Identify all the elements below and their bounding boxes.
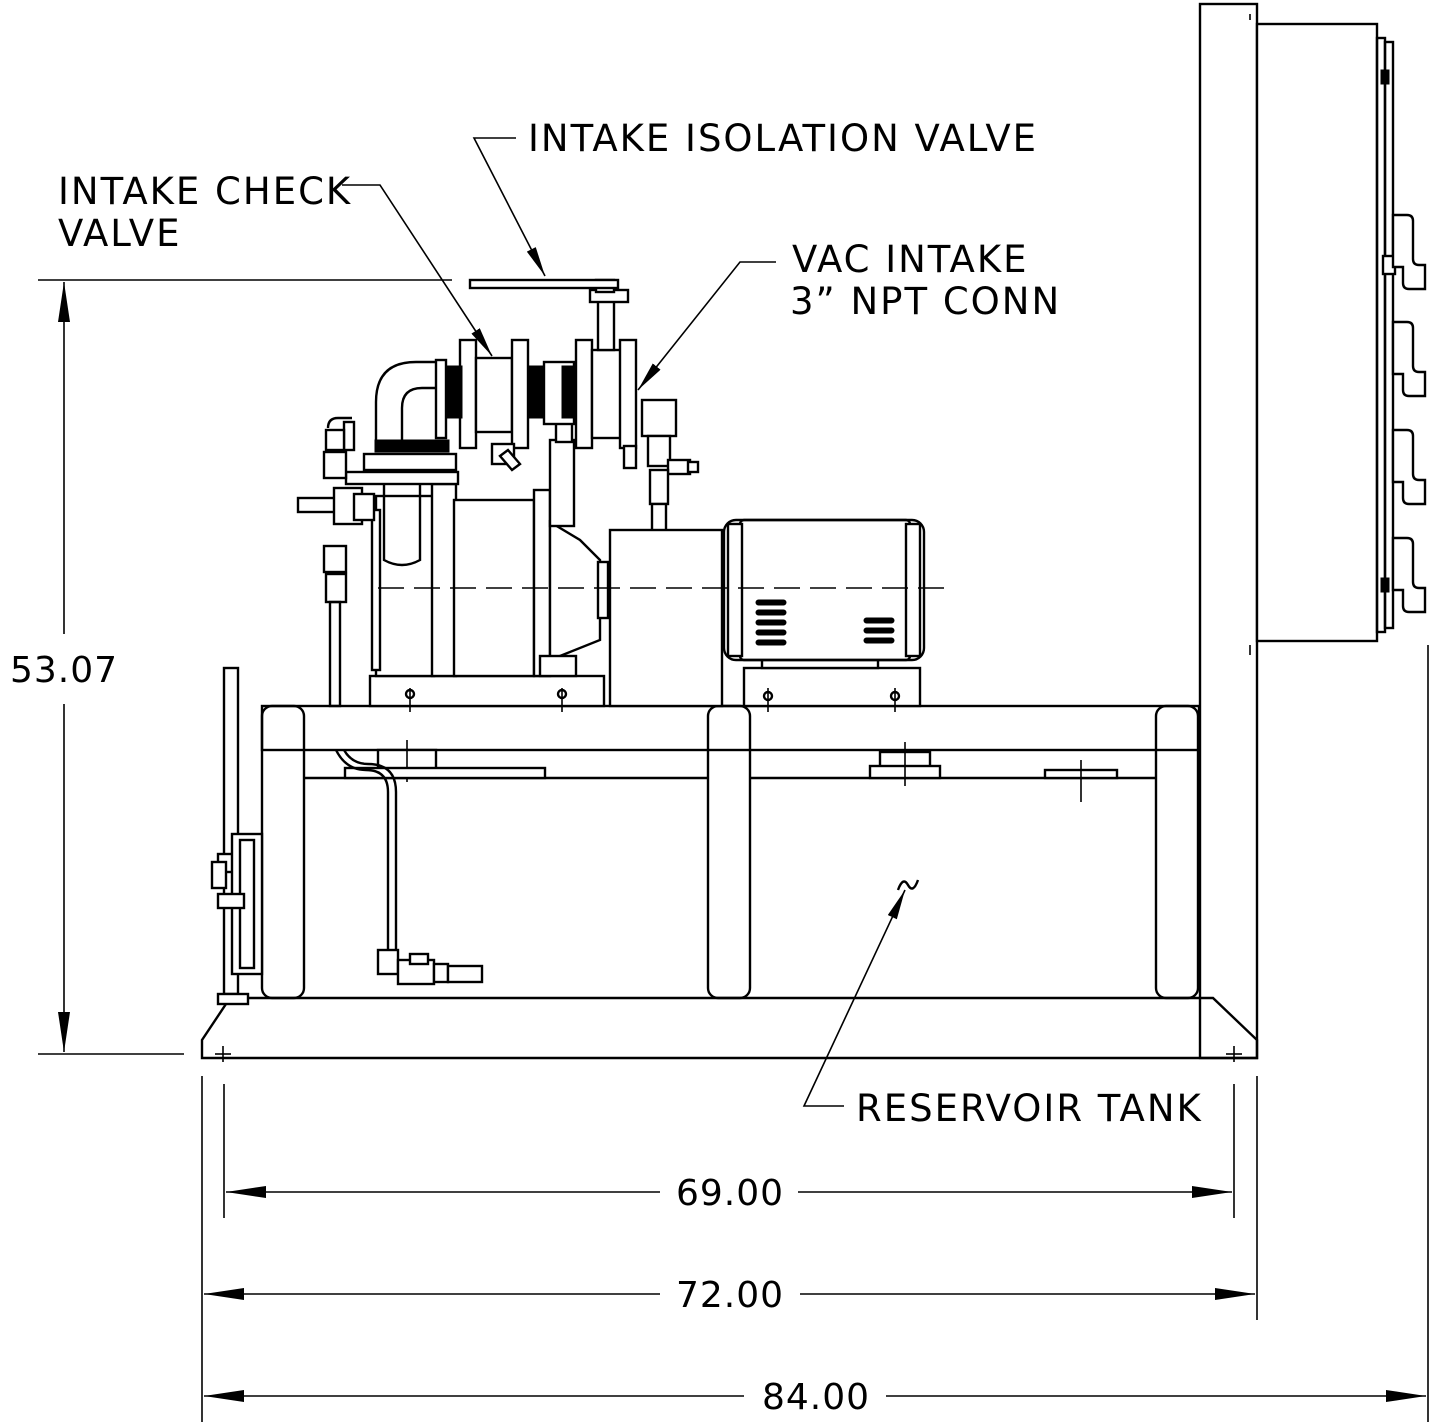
width-dimensions [201, 645, 1429, 1422]
intake-check-valve [445, 338, 545, 472]
callout-leaders [342, 137, 906, 1107]
label-intake-check-valve-line1: INTAKE CHECK [58, 170, 352, 213]
dimension-height-value: 53.07 [10, 650, 118, 691]
label-reservoir-tank: RESERVOIR TANK [856, 1087, 1203, 1130]
vac-intake-piping [622, 398, 700, 534]
vacuum-pump [344, 414, 610, 712]
drain-line [334, 749, 484, 986]
dimension-frame-width-value: 72.00 [676, 1275, 784, 1316]
intake-elbow [374, 358, 448, 440]
label-vac-intake-line1: VAC INTAKE [792, 238, 1028, 281]
height-dimension [38, 279, 452, 1055]
intake-isolation-valve [468, 278, 638, 450]
dimension-base-width-value: 69.00 [676, 1173, 784, 1214]
coupling-guard [608, 528, 724, 708]
pump-side-piping [296, 416, 376, 708]
label-intake-check-valve-line2: VALVE [58, 212, 182, 255]
dimension-overall-width-value: 84.00 [762, 1377, 870, 1418]
label-vac-intake-line2: 3” NPT CONN [790, 280, 1061, 323]
control-panel [1198, 2, 1427, 1060]
skid-base [200, 996, 1259, 1062]
electric-motor [722, 518, 926, 712]
label-intake-isolation-valve: INTAKE ISOLATION VALVE [528, 117, 1038, 160]
panel-handles [1391, 213, 1427, 614]
left-drain-piping [210, 666, 264, 1006]
reservoir-tank [260, 704, 1201, 1000]
